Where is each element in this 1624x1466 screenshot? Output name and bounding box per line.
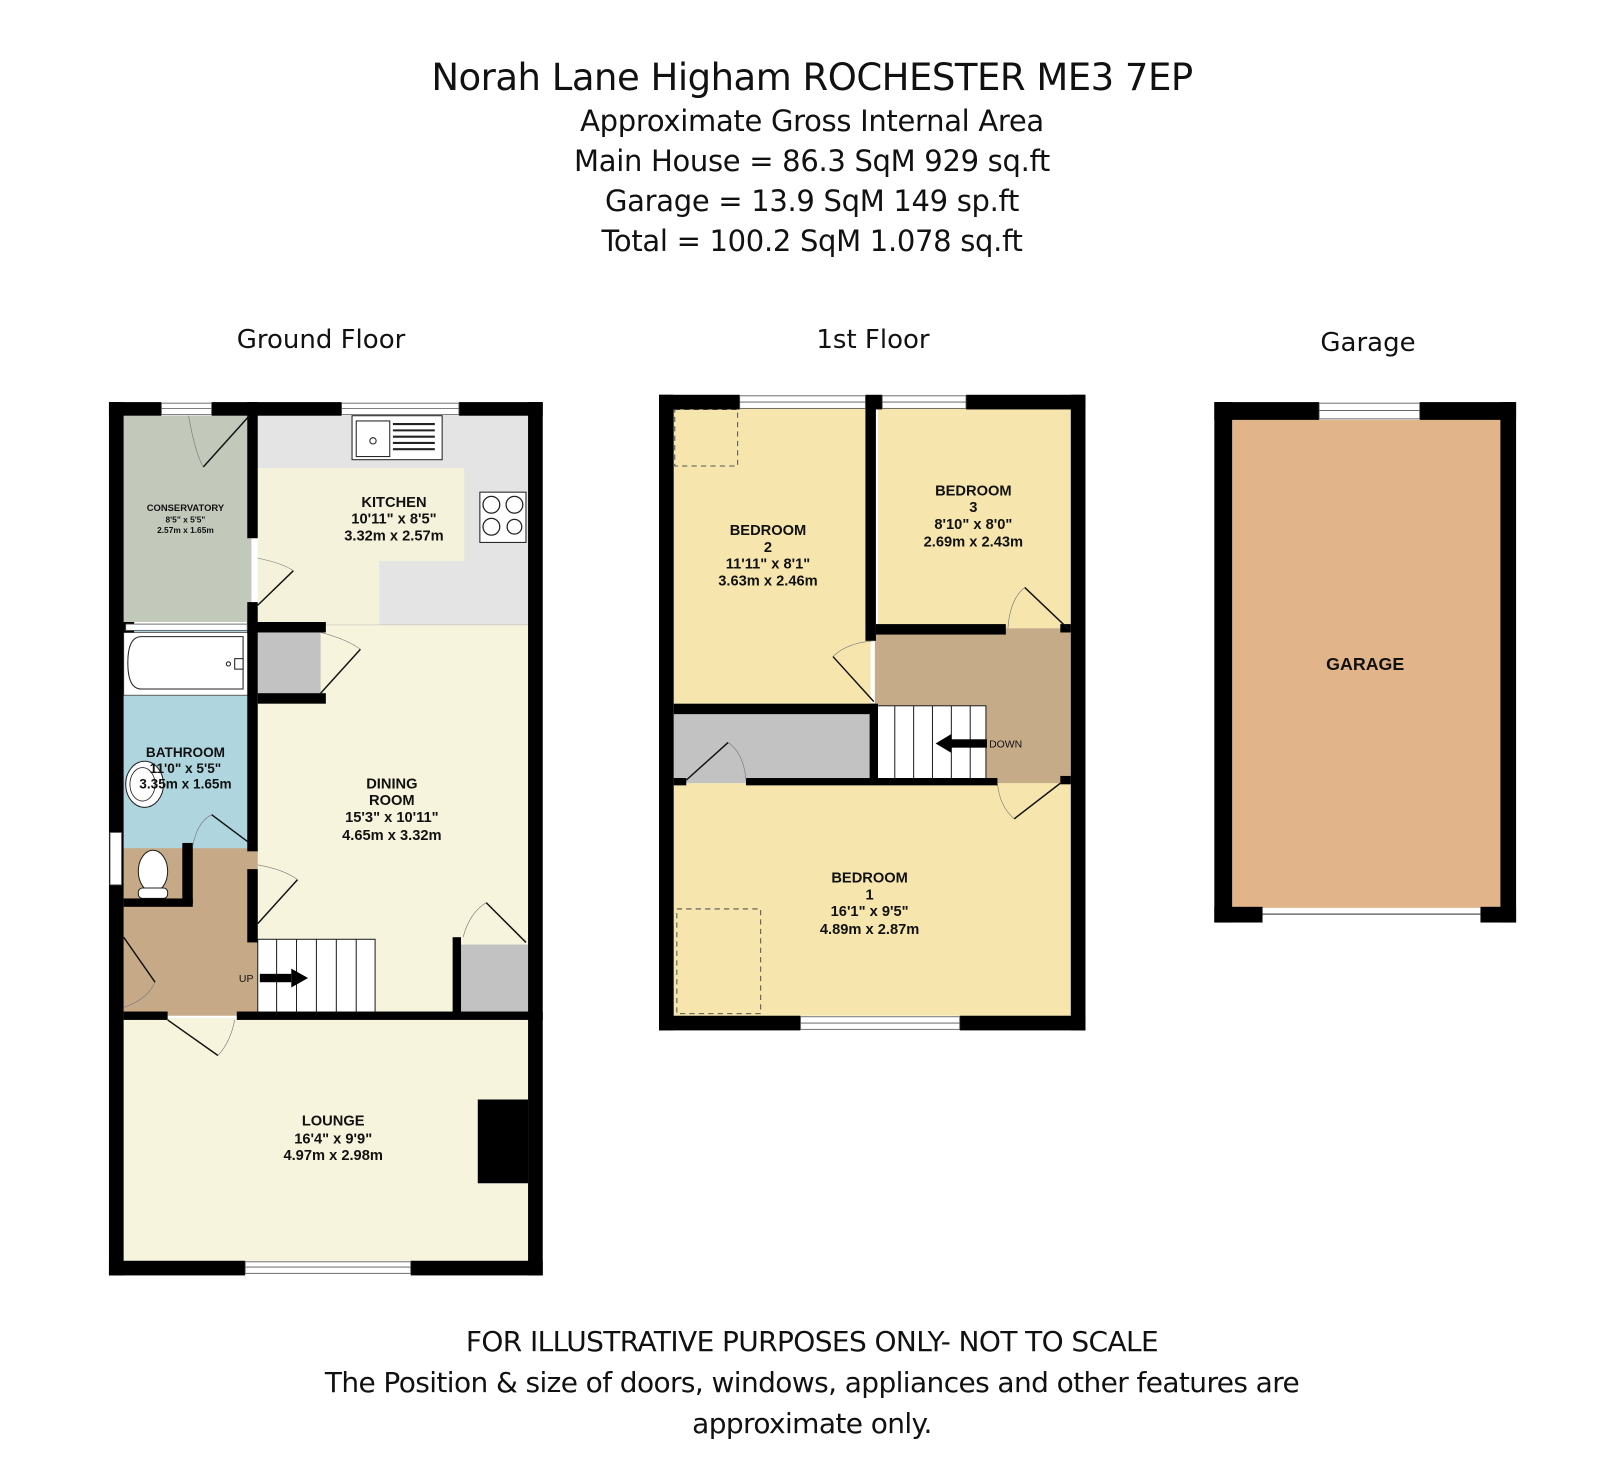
garage-plan: GARAGE [1214,402,1517,923]
svg-text:10'11" x 8'5": 10'11" x 8'5" [351,512,436,528]
hob-icon [479,491,527,543]
stairs-up-label: UP [239,974,254,985]
windows [109,402,460,1274]
svg-text:DINING: DINING [366,777,417,793]
storage-cupboard [257,632,321,696]
stairs-down[interactable] [876,705,987,783]
svg-text:8'10" x 8'0": 8'10" x 8'0" [934,517,1012,533]
svg-text:BEDROOM: BEDROOM [935,483,1012,499]
svg-text:16'1" x 9'5": 16'1" x 9'5" [831,904,909,920]
svg-text:4.89m x 2.87m: 4.89m x 2.87m [820,922,919,938]
sink-icon [351,415,443,461]
garage-walls [1214,402,1517,923]
ground-floor-walls [108,402,543,1276]
dining-room-label: DINING ROOM 15'3" x 10'11" 4.65m x 3.32m [342,777,441,844]
bathtub-icon [123,631,250,696]
garage-window [1318,402,1421,420]
arrow-left-icon [935,734,952,753]
arrow-right-icon [291,968,309,988]
toilet-icon [137,849,169,899]
svg-text:2: 2 [764,540,772,556]
svg-text:3.35m x 1.65m: 3.35m x 1.65m [139,777,231,792]
svg-text:KITCHEN: KITCHEN [361,495,426,511]
garage-room-label: GARAGE [1326,654,1404,674]
svg-text:3.63m x 2.46m: 3.63m x 2.46m [718,573,817,589]
doors[interactable] [123,415,527,1057]
svg-text:11'0" x 5'5": 11'0" x 5'5" [150,761,222,776]
stairs-up[interactable] [257,938,376,1016]
doors[interactable] [685,586,1070,820]
svg-text:4.97m x 2.98m: 4.97m x 2.98m [283,1148,382,1164]
property-title: Norah Lane Higham ROCHESTER ME3 7EP [431,56,1193,99]
disclaimer-line-2: approximate only. [692,1407,932,1440]
bedroom-1-label: BEDROOM 1 16'1" x 9'5" 4.89m x 2.87m [820,871,919,938]
svg-text:3: 3 [969,500,977,516]
svg-text:CONSERVATORY: CONSERVATORY [147,502,225,513]
fireplace [477,1099,529,1184]
stairs-down-label: DOWN [989,740,1022,751]
bedroom-2-label: BEDROOM 2 11'11" x 8'1" 3.63m x 2.46m [718,523,817,589]
bathroom-label: BATHROOM 11'0" x 5'5" 3.35m x 1.65m [139,745,231,791]
wardrobe-outline [676,908,762,1015]
svg-text:8'5" x 5'5": 8'5" x 5'5" [166,515,206,525]
svg-text:15'3" x 10'11": 15'3" x 10'11" [345,810,438,826]
svg-text:3.32m x 2.57m: 3.32m x 2.57m [344,528,443,544]
first-floor-walls [659,394,1086,1031]
bedroom-1-room[interactable] [673,783,1071,1016]
first-floor-plan: DOWN [659,394,1086,1031]
bedroom-2-room[interactable] [673,408,871,704]
basin-icon [125,760,164,808]
garage-room[interactable] [1232,419,1501,908]
svg-text:BATHROOM: BATHROOM [146,745,225,760]
svg-text:ROOM: ROOM [369,793,415,809]
lounge-label: LOUNGE 16'4" x 9'9" 4.97m x 2.98m [283,1114,382,1165]
conservatory-label: CONSERVATORY 8'5" x 5'5" 2.57m x 1.65m [147,502,225,535]
svg-text:11'11" x 8'1": 11'11" x 8'1" [726,557,810,573]
kitchen-label: KITCHEN 10'11" x 8'5" 3.32m x 2.57m [344,495,443,545]
svg-text:BEDROOM: BEDROOM [730,523,807,539]
disclaimer-heading: FOR ILLUSTRATIVE PURPOSES ONLY- NOT TO S… [465,1325,1159,1358]
area-subtitle: Approximate Gross Internal Area [580,104,1044,138]
total-area: Total = 100.2 SqM 1.078 sq.ft [601,224,1023,258]
bedroom-3-label: BEDROOM 3 8'10" x 8'0" 2.69m x 2.43m [924,483,1023,550]
svg-text:BEDROOM: BEDROOM [831,871,908,887]
storage-cupboard [673,714,871,784]
lounge-room[interactable] [123,1017,529,1261]
svg-text:2.57m x 1.65m: 2.57m x 1.65m [157,525,214,535]
svg-text:4.65m x 3.32m: 4.65m x 3.32m [342,828,441,844]
ground-floor-plan: UP [108,402,543,1276]
ground-floor-label: Ground Floor [236,325,406,355]
kitchen-counter-bottom [379,561,529,626]
bedroom-3-room[interactable] [878,408,1071,629]
storage-cupboard [461,944,529,1012]
conservatory-room[interactable] [123,415,252,623]
disclaimer-line-1: The Position & size of doors, windows, a… [324,1366,1300,1399]
svg-text:1: 1 [866,887,874,903]
garage-area: Garage = 13.9 SqM 149 sp.ft [604,184,1020,218]
svg-text:LOUNGE: LOUNGE [302,1114,365,1130]
windows [739,395,967,1030]
first-floor-label: 1st Floor [816,325,930,355]
svg-text:2.69m x 2.43m: 2.69m x 2.43m [924,535,1023,551]
main-house-area: Main House = 86.3 SqM 929 sq.ft [574,144,1050,178]
svg-text:16'4" x 9'9": 16'4" x 9'9" [294,1131,372,1147]
garage-floor-label: Garage [1320,328,1416,358]
